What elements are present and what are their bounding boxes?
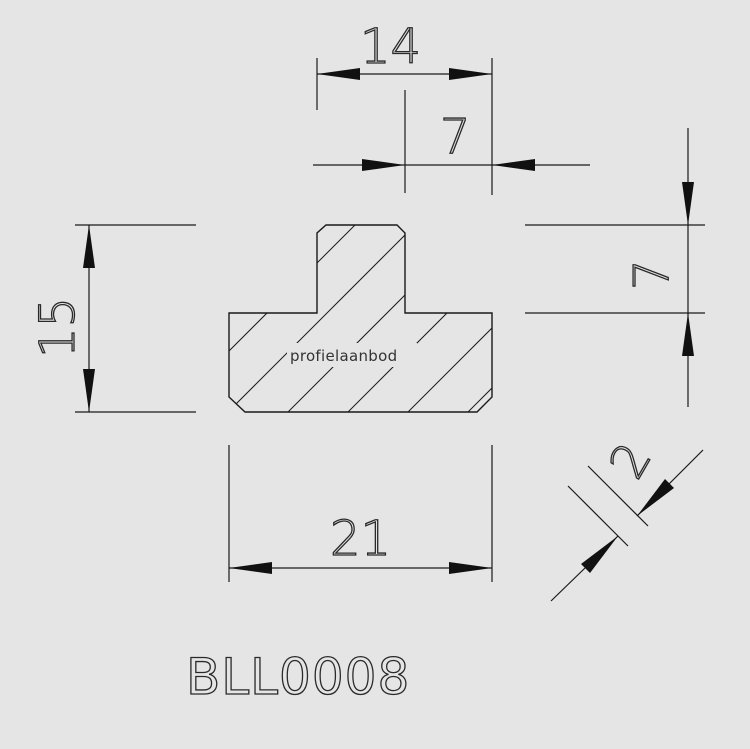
dimension-left-height: 15 (29, 224, 196, 413)
dim-label-right-height: 7 (624, 259, 680, 290)
dim-label-bottom-width: 21 (330, 511, 391, 567)
dimension-chamfer: 2 (550, 433, 704, 602)
profile-section: profielaanbod (228, 224, 493, 413)
dim-label-stem-width: 7 (440, 109, 471, 165)
product-code: BLL0008 (186, 648, 410, 706)
dimension-bottom-width: 21 (228, 445, 493, 582)
watermark-text: profielaanbod (290, 347, 397, 365)
hatching (229, 225, 492, 412)
dim-label-chamfer: 2 (599, 434, 663, 488)
dim-label-top-width: 14 (360, 19, 421, 75)
dimension-right-height: 7 (525, 128, 705, 407)
dimension-top-width: 14 (316, 18, 493, 195)
dimension-stem-width: 7 (313, 90, 590, 193)
dim-label-left-height: 15 (30, 297, 86, 358)
